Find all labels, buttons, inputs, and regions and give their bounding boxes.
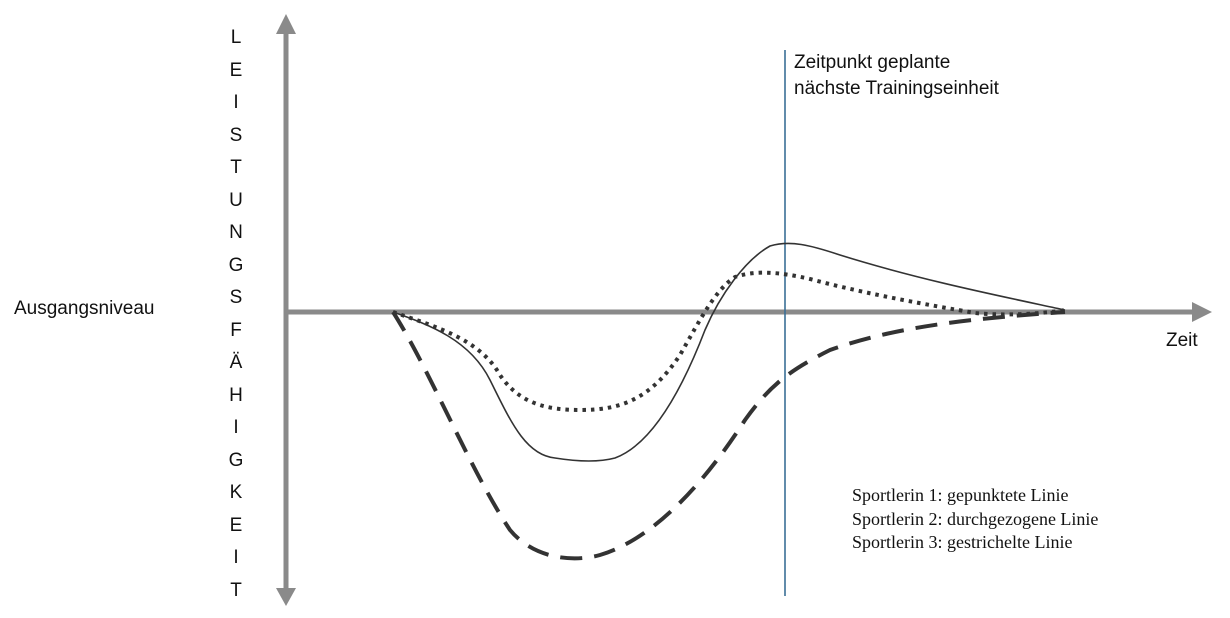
y-axis-letter: I <box>233 547 239 568</box>
y-axis-letter: N <box>229 222 243 243</box>
curve-sportlerin-3-dashed <box>391 310 1066 561</box>
curve-sportlerin-1-dotted <box>392 270 1066 413</box>
y-axis-letter: S <box>229 124 243 146</box>
legend-item-sportlerin-2: Sportlerin 2: durchgezogene Linie <box>852 508 1099 529</box>
planned-training-annotation: Zeitpunkt geplante nächste Trainingseinh… <box>794 50 999 102</box>
x-axis <box>284 302 1212 322</box>
y-axis-label: L E I S T U N G S F Ä H I G K E I T <box>226 22 246 607</box>
curve-sportlerin-2-solid <box>392 242 1066 462</box>
y-axis-letter: S <box>229 287 243 308</box>
y-axis-letter: T <box>230 157 242 178</box>
arrow-up-icon <box>276 14 296 34</box>
y-axis-letter: T <box>230 579 242 601</box>
x-axis-label: Zeit <box>1166 330 1198 351</box>
legend-item-sportlerin-3: Sportlerin 3: gestrichelte Linie <box>852 532 1073 552</box>
y-axis-letter: U <box>229 189 243 211</box>
y-axis-letter: Ä <box>229 352 243 373</box>
annotation-line-1: Zeitpunkt geplante <box>794 52 951 73</box>
y-axis-letter: H <box>229 384 243 406</box>
arrow-down-icon <box>276 588 296 606</box>
y-axis-letter: I <box>233 92 239 113</box>
legend-item-sportlerin-1: Sportlerin 1: gepunktete Linie <box>852 485 1069 505</box>
y-axis-letter: I <box>233 417 239 438</box>
legend: Sportlerin 1: gepunktete Linie Sportleri… <box>852 484 1098 555</box>
annotation-line-2: nächste Trainingseinheit <box>794 78 999 99</box>
y-axis-letter: F <box>230 319 242 341</box>
y-axis-letter: G <box>228 449 244 471</box>
y-axis-letter: G <box>228 254 244 276</box>
baseline-label: Ausgangsniveau <box>14 298 155 319</box>
y-axis-letter: E <box>229 59 243 81</box>
y-axis-letter: L <box>230 27 242 48</box>
arrow-right-icon <box>1192 302 1212 322</box>
y-axis-letter: K <box>229 482 243 503</box>
y-axis-letter: E <box>229 514 243 536</box>
